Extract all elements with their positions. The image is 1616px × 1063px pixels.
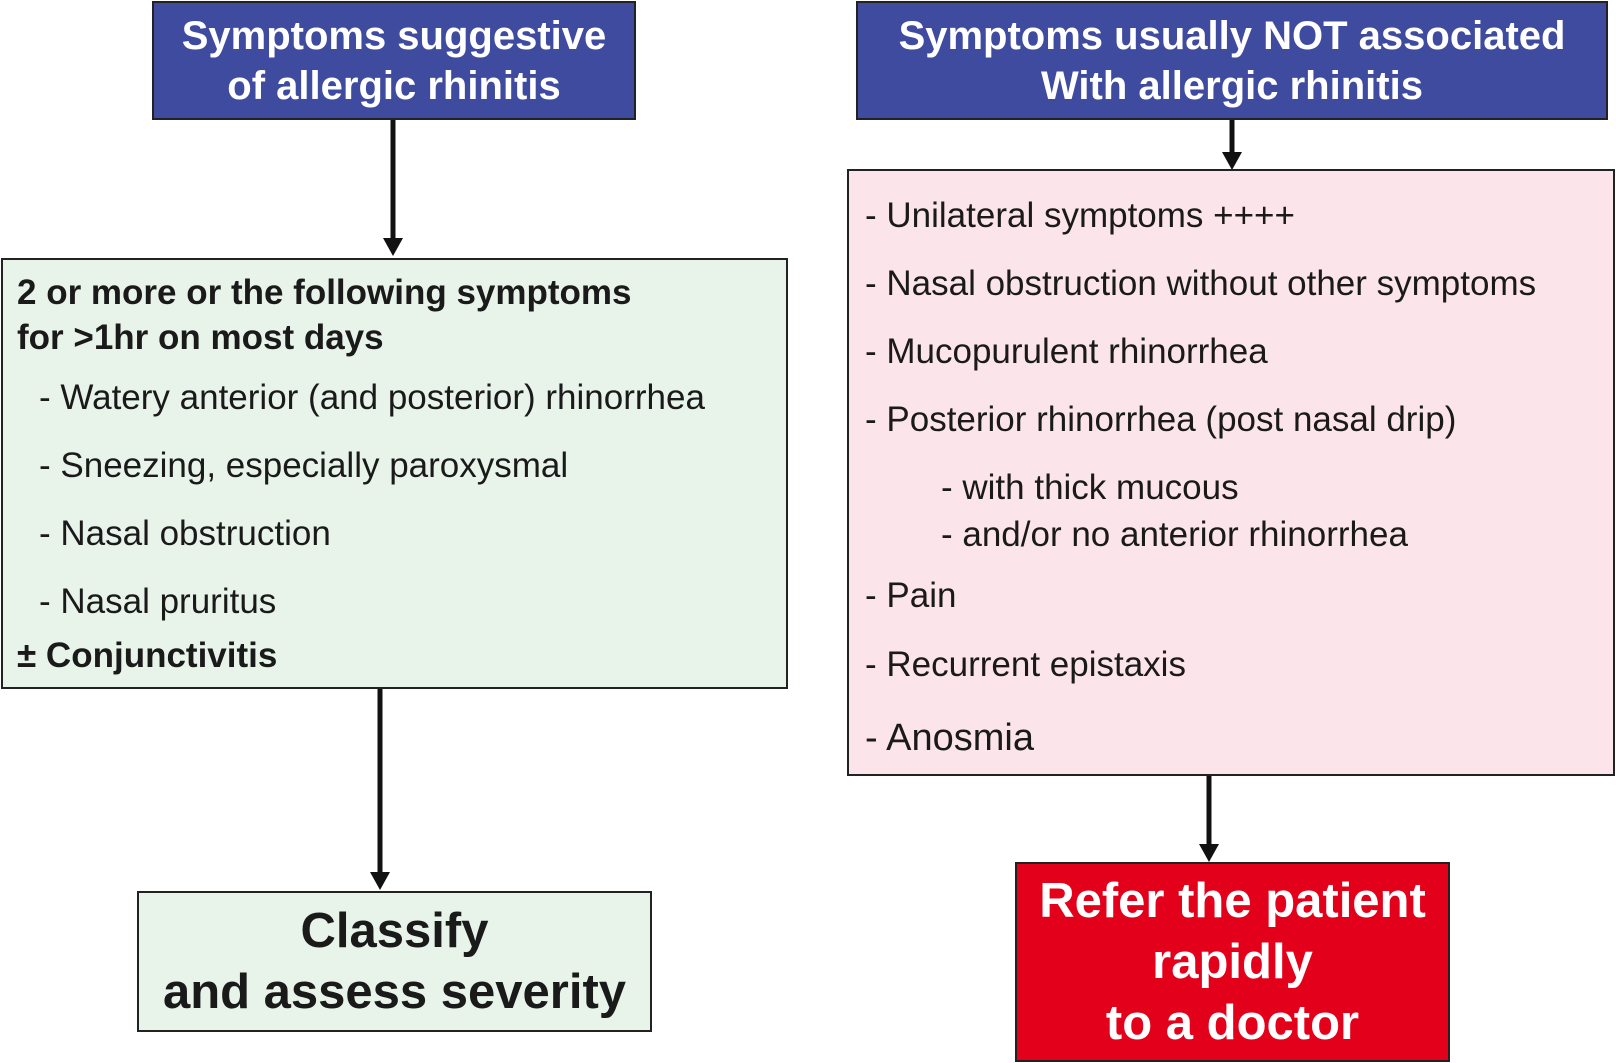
left-header-box: Symptoms suggestive of allergic rhinitis bbox=[152, 1, 636, 120]
criteria-footer-conjunctivitis: ± Conjunctivitis bbox=[17, 636, 278, 675]
not-associated-box: - Unilateral symptoms ++++ - Nasal obstr… bbox=[847, 169, 1615, 776]
criteria-item: - Nasal pruritus bbox=[39, 582, 277, 621]
not-associated-item: - Mucopurulent rhinorrhea bbox=[865, 332, 1268, 371]
criteria-heading-line1: 2 or more or the following symptoms bbox=[17, 273, 632, 312]
not-associated-item: - Posterior rhinorrhea (post nasal drip) bbox=[865, 400, 1457, 439]
refer-line3: to a doctor bbox=[1105, 995, 1360, 1050]
left-header-line1: Symptoms suggestive bbox=[181, 13, 607, 58]
refer-line2: rapidly bbox=[1152, 934, 1313, 989]
classify-box: Classify and assess severity bbox=[137, 891, 652, 1032]
refer-box: Refer the patient rapidly to a doctor bbox=[1015, 862, 1450, 1062]
not-associated-subitem: - with thick mucous bbox=[941, 468, 1239, 507]
not-associated-subitem: - and/or no anterior rhinorrhea bbox=[941, 515, 1408, 554]
criteria-item: - Sneezing, especially paroxysmal bbox=[39, 446, 569, 485]
left-header-line2: of allergic rhinitis bbox=[227, 63, 561, 108]
criteria-heading-line2: for >1hr on most days bbox=[17, 318, 384, 357]
criteria-item: - Nasal obstruction bbox=[39, 514, 331, 553]
not-associated-item: - Nasal obstruction without other sympto… bbox=[865, 264, 1537, 303]
not-associated-item: - Pain bbox=[865, 576, 957, 615]
criteria-box: 2 or more or the following symptoms for … bbox=[1, 258, 788, 689]
classify-line1: Classify bbox=[300, 903, 489, 958]
not-associated-item: - Unilateral symptoms ++++ bbox=[865, 196, 1295, 235]
right-header-line1: Symptoms usually NOT associated bbox=[898, 13, 1566, 58]
refer-line1: Refer the patient bbox=[1039, 873, 1426, 928]
classify-line2: and assess severity bbox=[162, 964, 627, 1019]
not-associated-item: - Anosmia bbox=[865, 717, 1034, 759]
not-associated-item: - Recurrent epistaxis bbox=[865, 645, 1186, 684]
criteria-item: - Watery anterior (and posterior) rhinor… bbox=[39, 378, 705, 417]
right-header-line2: With allergic rhinitis bbox=[1041, 63, 1423, 108]
right-header-box: Symptoms usually NOT associated With all… bbox=[856, 1, 1608, 120]
